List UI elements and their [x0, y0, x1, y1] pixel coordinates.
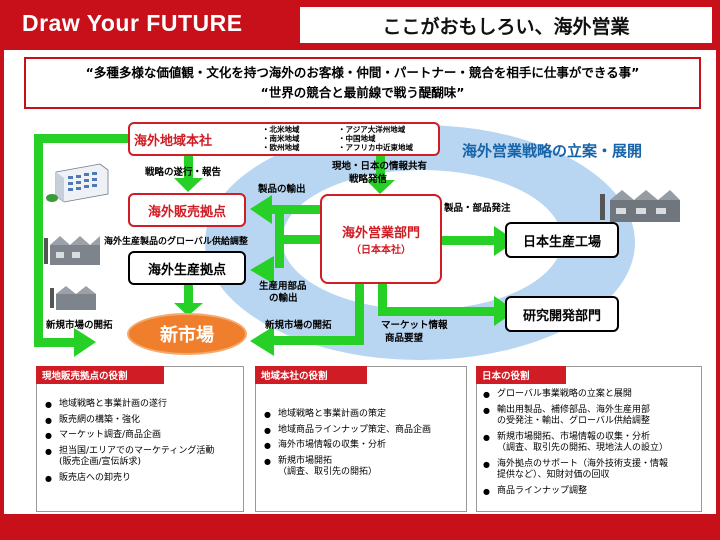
overseas-production-base: 海外生産拠点 — [128, 251, 246, 285]
supply-vertical — [275, 213, 284, 268]
mission-line-1: “多種多様な価値観・文化を持つ海外のお客様・仲間・パートナー・競合を相手に仕事が… — [85, 65, 640, 80]
region-item: ・南米地域 — [262, 134, 300, 143]
export-line — [270, 205, 320, 214]
arrow-hq-to-dept — [366, 180, 395, 194]
new-market: 新市場 — [127, 313, 247, 355]
hq-left-connector — [34, 134, 130, 143]
region-item: ・アフリカ中近東地域 — [338, 143, 413, 152]
production-to-market — [184, 283, 193, 305]
factory-icon — [600, 190, 680, 222]
label-strategy-report: 戦略の遂行・報告 — [145, 167, 222, 178]
arrow-to-production — [250, 256, 274, 284]
list-item: 地域戦略と事業計画の遂行 — [43, 399, 243, 411]
arrow-production-to-market — [174, 303, 203, 316]
role-panel-japan: グローバル事業戦略の立案と展開 輸出用製品、補修部品、海外生産用部 の受発注・輸… — [476, 366, 702, 512]
panel-title-japan: 日本の役割 — [476, 366, 566, 384]
label-parts-export-2: の輸出 — [269, 293, 298, 304]
right-border — [716, 50, 720, 540]
factory-line — [442, 236, 498, 245]
arrow-to-new-market — [250, 326, 274, 356]
overseas-sales-dept: 海外営業部門 （日本本社） — [320, 194, 442, 284]
label-info-share-2: 戦略発信 — [349, 174, 388, 185]
brand-title: Draw Your FUTURE — [22, 10, 243, 36]
rnd-dept: 研究開発部門 — [505, 296, 619, 332]
label-new-market-left: 新規市場の開拓 — [46, 320, 113, 331]
overseas-sales-base: 海外販売拠点 — [128, 193, 246, 227]
list-item: 販売店への卸売り — [43, 473, 243, 485]
rnd-vertical — [378, 284, 387, 314]
strategy-title: 海外営業戦略の立案・展開 — [462, 142, 643, 160]
role-panel-regional-hq: 地域戦略と事業計画の策定 地域商品ラインナップ策定、商品企画 海外市場情報の収集… — [255, 366, 467, 512]
arrow-hq-to-sales — [174, 178, 203, 192]
label-info-share-1: 現地・日本の情報共有 — [332, 161, 428, 172]
list-item: 商品ラインナップ調整 — [481, 486, 701, 498]
market-line — [272, 336, 364, 345]
region-item: ・中国地域 — [338, 134, 376, 143]
list-item: 海外拠点のサポート（海外技術支援・情報 提供など）、知財対価の回収 — [481, 459, 701, 482]
rnd-line — [378, 307, 498, 316]
list-item: 担当国/エリアでのマーケティング活動 (販売企画/宣伝訴求) — [43, 446, 243, 469]
footer-bar — [0, 514, 720, 540]
factory-icon — [50, 286, 96, 310]
label-market-info-2: 商品要望 — [385, 333, 424, 344]
arrow-to-new-market-left — [74, 328, 96, 357]
panel-title-regional-hq: 地域本社の役割 — [255, 366, 367, 384]
list-item: 地域商品ラインナップ策定、商品企画 — [262, 425, 466, 437]
list-item: 海外市場情報の収集・分析 — [262, 440, 466, 452]
left-border — [0, 50, 4, 540]
page-title: ここがおもしろい、海外営業 — [382, 15, 630, 38]
label-market-info-1: マーケット情報 — [381, 320, 448, 331]
left-flow-line — [34, 134, 43, 346]
region-item: ・北米地域 — [262, 125, 300, 134]
market-vertical — [355, 284, 364, 344]
mission-line-2: “世界の競合と最前線で戦う醍醐味” — [260, 85, 465, 100]
label-global-supply: 海外生産製品のグローバル供給調整 — [104, 237, 248, 247]
regional-hq-box — [128, 122, 440, 156]
label-parts-order: 製品・部品発注 — [444, 203, 511, 214]
role-panel-local-sales: 地域戦略と事業計画の遂行 販売網の構築・強化 マーケット調査/商品企画 担当国/… — [36, 366, 244, 512]
regional-hq-label: 海外地域本社 — [134, 134, 213, 149]
list-item: 新規市場開拓 （調査、取引先の開拓） — [262, 456, 466, 479]
factory-icon — [44, 236, 100, 265]
list-item: 地域戦略と事業計画の策定 — [262, 409, 466, 421]
list-item: マーケット調査/商品企画 — [43, 430, 243, 442]
mission-statement: “多種多様な価値観・文化を持つ海外のお客様・仲間・パートナー・競合を相手に仕事が… — [24, 57, 701, 109]
hq-to-sales-line — [184, 156, 193, 180]
title-box — [300, 7, 712, 43]
label-parts-export-1: 生産用部品 — [259, 281, 307, 292]
hq-regions-col-1: ・北米地域 ・南米地域 ・欧州地域 — [262, 125, 300, 152]
sales-dept-sub: （日本本社） — [351, 245, 411, 256]
office-building-icon — [46, 163, 109, 203]
bottom-left-connector — [34, 338, 74, 347]
region-item: ・アジア大洋州地域 — [338, 125, 406, 134]
hq-to-dept-line — [376, 156, 385, 182]
list-item: 新規市場開拓、市場情報の収集・分析 （調査、取引先の開拓、現地法人の設立） — [481, 432, 701, 455]
list-item: 販売網の構築・強化 — [43, 415, 243, 427]
arrow-export — [250, 195, 272, 224]
sales-dept-label: 海外営業部門 — [341, 226, 420, 241]
japan-factory: 日本生産工場 — [505, 222, 619, 258]
label-product-export: 製品の輸出 — [258, 184, 306, 195]
list-item: 輸出用製品、補修部品、海外生産用部 の受発注・輸出、グローバル供給調整 — [481, 405, 701, 428]
list-item: グローバル事業戦略の立案と展開 — [481, 389, 701, 401]
hq-regions-col-2: ・アジア大洋州地域 ・中国地域 ・アフリカ中近東地域 — [338, 125, 413, 152]
label-new-market-mid: 新規市場の開拓 — [265, 320, 332, 331]
panel-title-local-sales: 現地販売拠点の役割 — [36, 366, 164, 384]
supply-line — [282, 235, 320, 244]
region-item: ・欧州地域 — [262, 143, 300, 152]
